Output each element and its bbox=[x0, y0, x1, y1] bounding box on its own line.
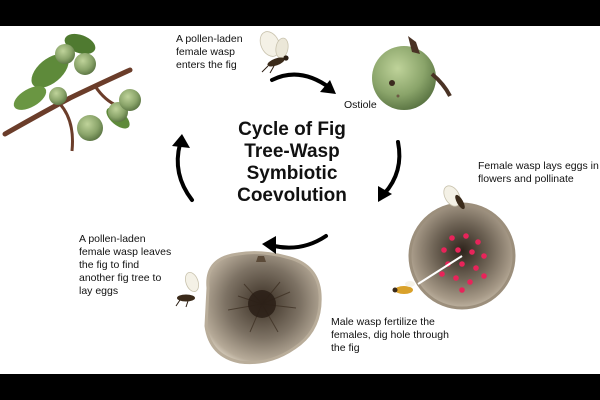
flower-dots bbox=[439, 233, 487, 293]
ostiole-fig-image bbox=[372, 36, 452, 110]
arrow-to-open-fig-head bbox=[262, 236, 276, 254]
caption-wasp-leaves: A pollen-laden female wasp leaves the fi… bbox=[79, 233, 172, 297]
diagram-graphics bbox=[2, 31, 516, 365]
fig-branch-image bbox=[2, 33, 141, 152]
wasp-entering-image bbox=[259, 31, 289, 74]
caption-wasp-enters: A pollen-laden female wasp enters the fi… bbox=[176, 33, 243, 71]
arrow-to-pollination-head bbox=[378, 186, 392, 202]
caption-ostiole: Ostiole bbox=[344, 99, 377, 111]
diagram-panel: A pollen-laden female wasp enters the fi… bbox=[0, 26, 600, 374]
pollination-fig-image bbox=[392, 185, 516, 310]
arrow-to-branch bbox=[175, 142, 194, 202]
arrow-to-branch-head bbox=[172, 134, 190, 148]
arrow-to-pollination bbox=[382, 140, 402, 196]
caption-male-wasp: Male wasp fertilize the females, dig hol… bbox=[331, 316, 449, 354]
arrow-to-ostiole bbox=[270, 72, 332, 90]
cycle-arrows bbox=[172, 72, 402, 254]
caption-lays-eggs: Female wasp lays eggs in flowers and pol… bbox=[478, 160, 599, 185]
arrow-to-open-fig bbox=[272, 234, 328, 250]
diagram-title: Cycle of Fig Tree-Wasp Symbiotic Coevolu… bbox=[237, 119, 347, 206]
open-fig-image bbox=[175, 251, 322, 365]
arrow-to-ostiole-head bbox=[320, 80, 336, 94]
